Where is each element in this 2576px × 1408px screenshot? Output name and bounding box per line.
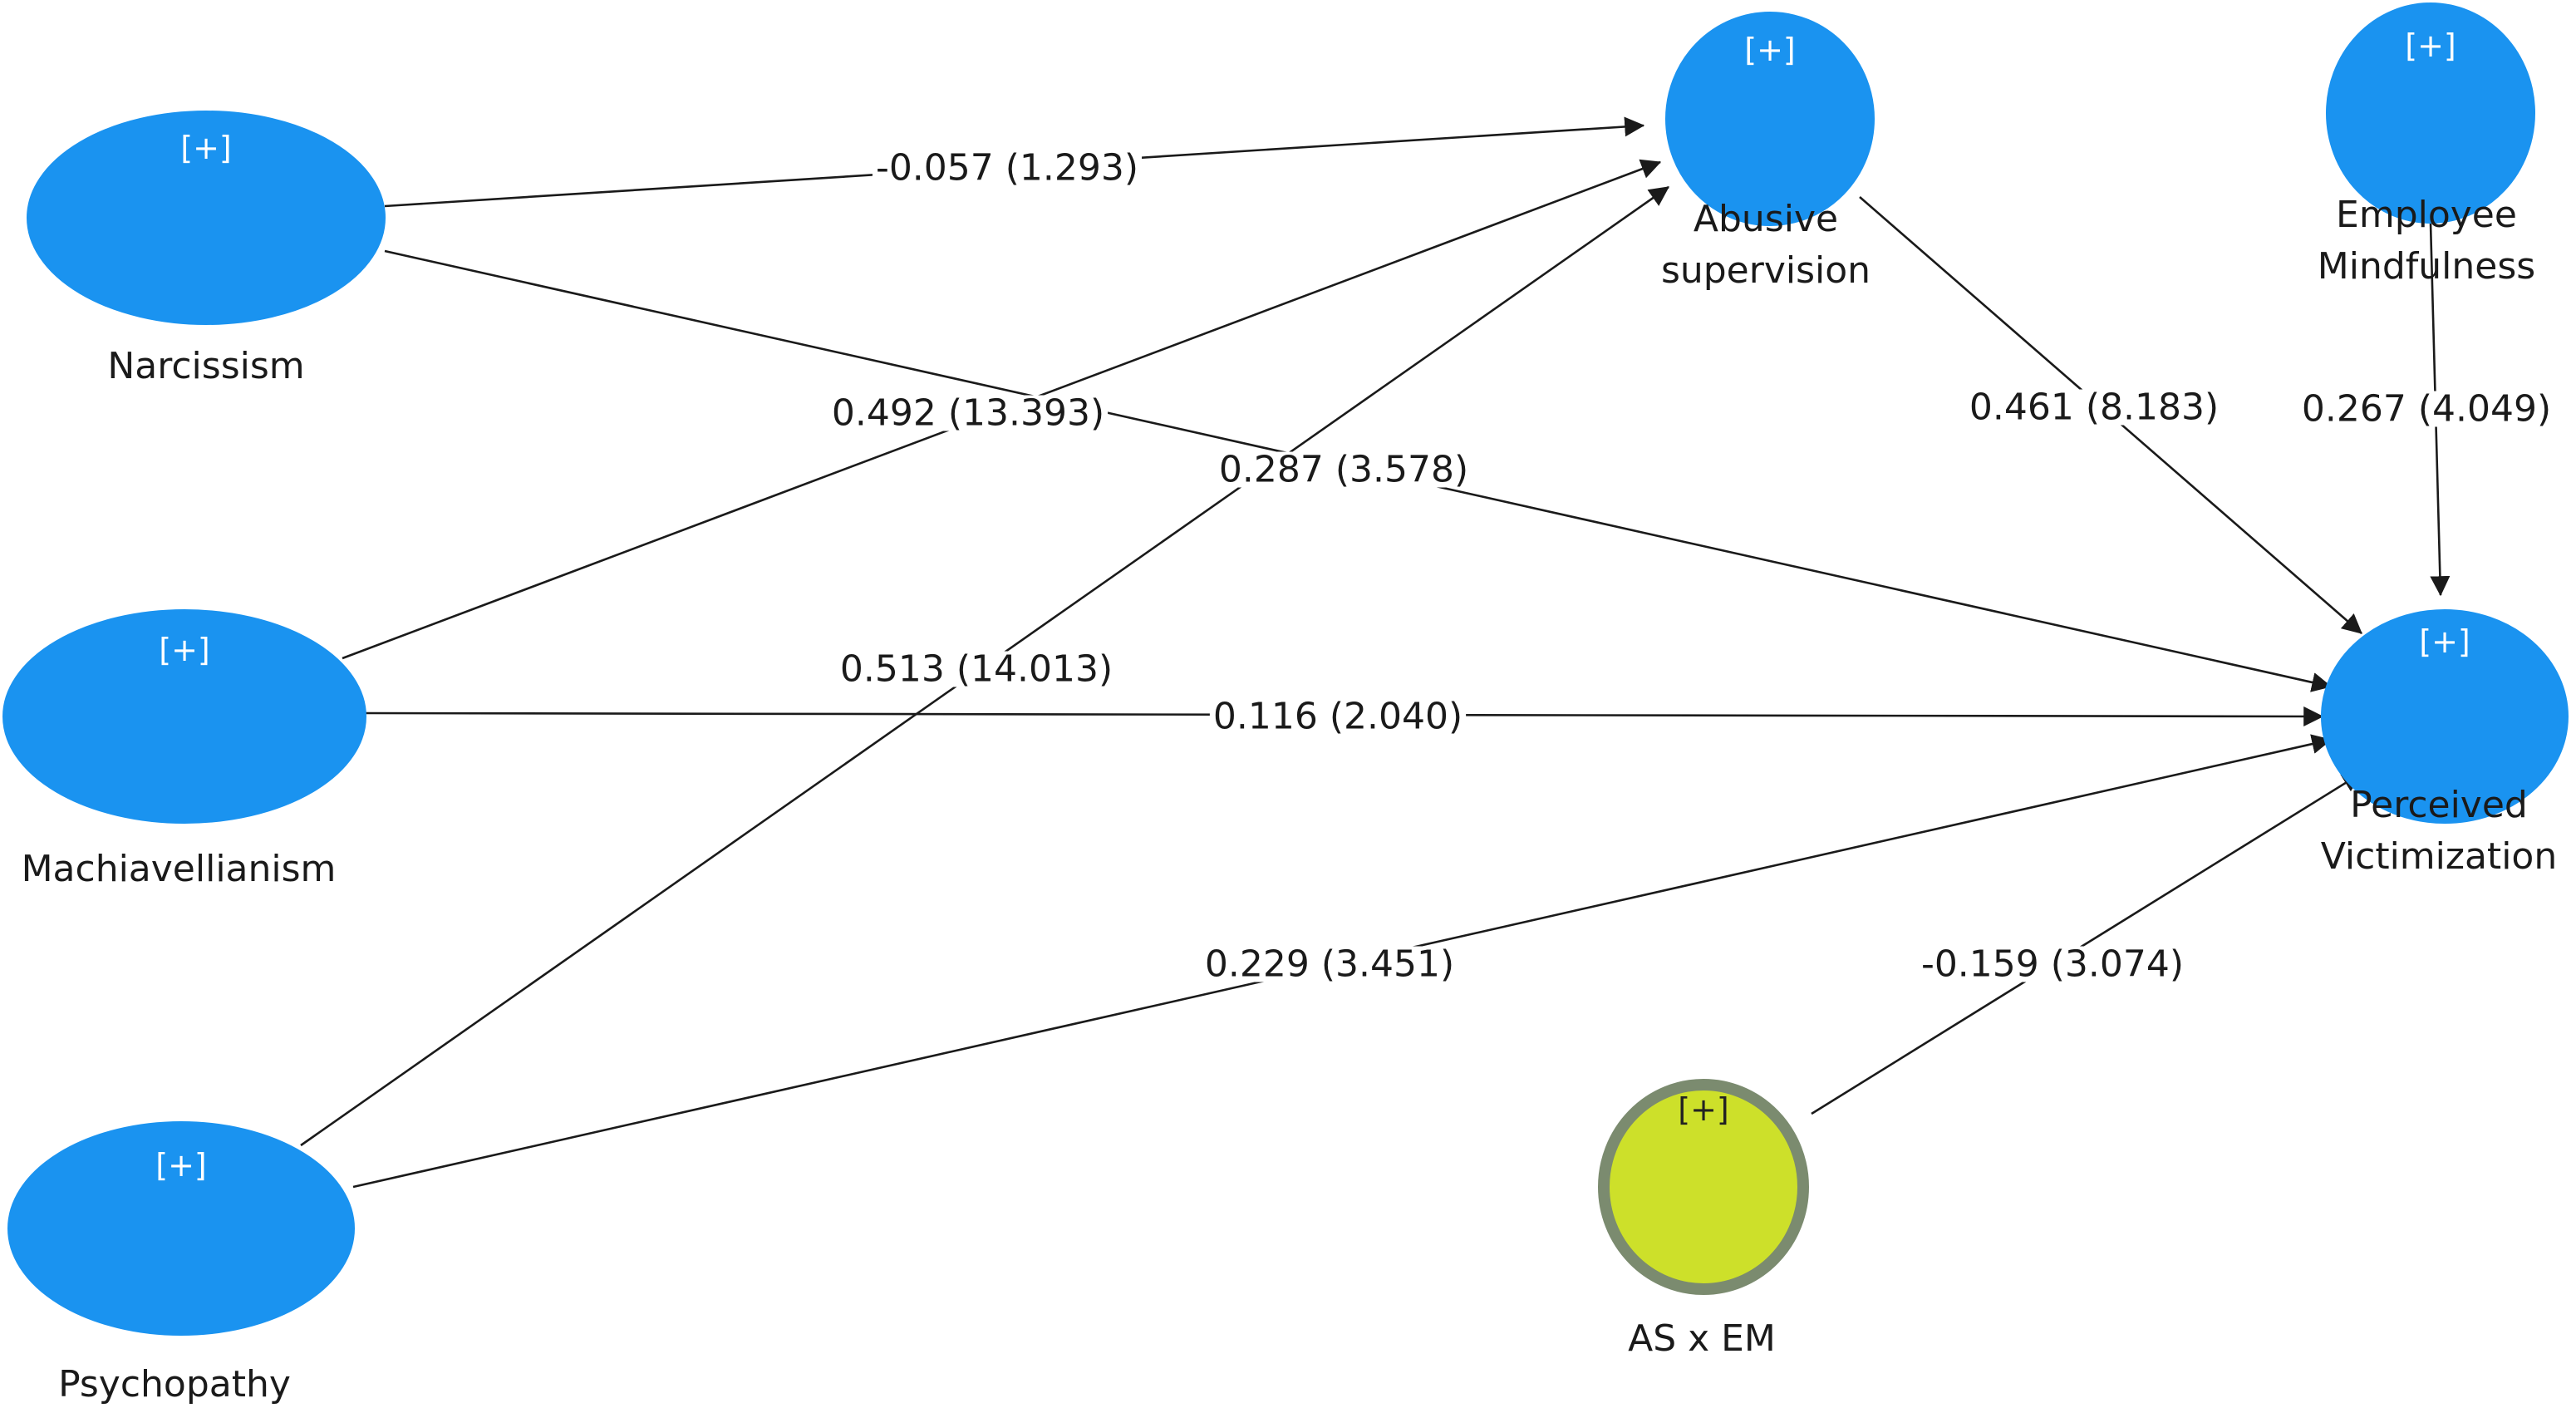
node-label: AS x EM xyxy=(1628,1317,1776,1360)
expand-toggle[interactable]: [+] xyxy=(1744,32,1796,68)
path-coefficient-label: 0.513 (14.013) xyxy=(840,648,1113,691)
path-coefficient-label: 0.492 (13.393) xyxy=(832,392,1104,435)
path-coefficient-label: 0.229 (3.451) xyxy=(1205,943,1454,986)
expand-toggle[interactable]: [+] xyxy=(159,632,210,668)
edge-label-background xyxy=(1201,946,1458,982)
node-label: Mindfulness xyxy=(2318,245,2535,288)
expand-toggle[interactable]: [+] xyxy=(2405,27,2456,64)
latent-construct-shape[interactable] xyxy=(2,609,366,824)
edge-label-group: 0.287 (3.578) xyxy=(1215,449,1472,491)
node-psychopathy[interactable]: [+] Psychopathy xyxy=(7,1121,355,1406)
edge-label-group: 0.461 (8.183) xyxy=(1965,386,2223,429)
node-machiavellianism[interactable]: [+] Machiavellianism xyxy=(2,609,366,890)
node-abusive-supervision[interactable]: [+] Abusive supervision xyxy=(1661,12,1875,292)
path-coefficient-label: 0.267 (4.049) xyxy=(2302,388,2551,431)
node-narcissism[interactable]: [+] Narcissism xyxy=(27,111,386,387)
latent-construct-shape[interactable] xyxy=(1665,12,1875,226)
node-label: Victimization xyxy=(2321,835,2557,878)
expand-toggle[interactable]: [+] xyxy=(2419,623,2470,660)
path-coefficient-label: -0.057 (1.293) xyxy=(876,147,1138,190)
latent-construct-shape[interactable] xyxy=(7,1121,355,1336)
node-label: Perceived xyxy=(2350,784,2528,826)
edge-label-background xyxy=(836,651,1117,687)
path-coefficient-label: 0.116 (2.040) xyxy=(1213,696,1463,738)
latent-construct-shape[interactable] xyxy=(2326,2,2535,224)
node-label: Narcissism xyxy=(107,345,304,387)
path-coefficient-label: -0.159 (3.074) xyxy=(1921,943,2184,986)
edge-label-background xyxy=(1215,451,1472,488)
edge-labels-layer: -0.057 (1.293) 0.492 (13.393) 0.513 (14.01… xyxy=(828,147,2555,986)
node-label: supervision xyxy=(1661,249,1871,292)
edges-layer xyxy=(300,116,2451,1189)
edge-label-group: -0.057 (1.293) xyxy=(872,147,1143,190)
path-coefficient-label: 0.287 (3.578) xyxy=(1219,449,1468,491)
node-as-x-em[interactable]: [+] AS x EM xyxy=(1598,1079,1809,1360)
node-label: Psychopathy xyxy=(58,1363,291,1406)
node-label: Employee xyxy=(2336,194,2517,236)
edge-label-background xyxy=(872,150,1143,186)
edge-label-group: 0.229 (3.451) xyxy=(1201,943,1458,986)
edge-label-group: 0.267 (4.049) xyxy=(2298,388,2555,431)
latent-construct-shape[interactable] xyxy=(2321,609,2569,824)
node-label: Machiavellianism xyxy=(22,848,337,890)
expand-toggle[interactable]: [+] xyxy=(180,130,232,166)
interaction-construct-shape[interactable] xyxy=(1598,1079,1809,1295)
edge-label-group: -0.159 (3.074) xyxy=(1917,943,2188,986)
expand-toggle[interactable]: [+] xyxy=(1678,1091,1729,1128)
edge-label-background xyxy=(1965,389,2223,426)
edge-as-x-em-to-perceived-victimization xyxy=(1811,771,2363,1115)
edge-label-background xyxy=(1209,698,1467,735)
edge-label-background xyxy=(2298,391,2555,427)
latent-construct-shape[interactable] xyxy=(27,111,386,325)
edge-label-background xyxy=(1917,946,2188,982)
edge-label-background xyxy=(828,395,1109,431)
expand-toggle[interactable]: [+] xyxy=(155,1147,207,1184)
edge-label-group: 0.116 (2.040) xyxy=(1209,696,1467,738)
node-label: Abusive xyxy=(1694,198,1838,240)
edge-label-group: 0.513 (14.013) xyxy=(836,648,1117,691)
edge-label-group: 0.492 (13.393) xyxy=(828,392,1109,435)
path-coefficient-label: 0.461 (8.183) xyxy=(1969,386,2219,429)
